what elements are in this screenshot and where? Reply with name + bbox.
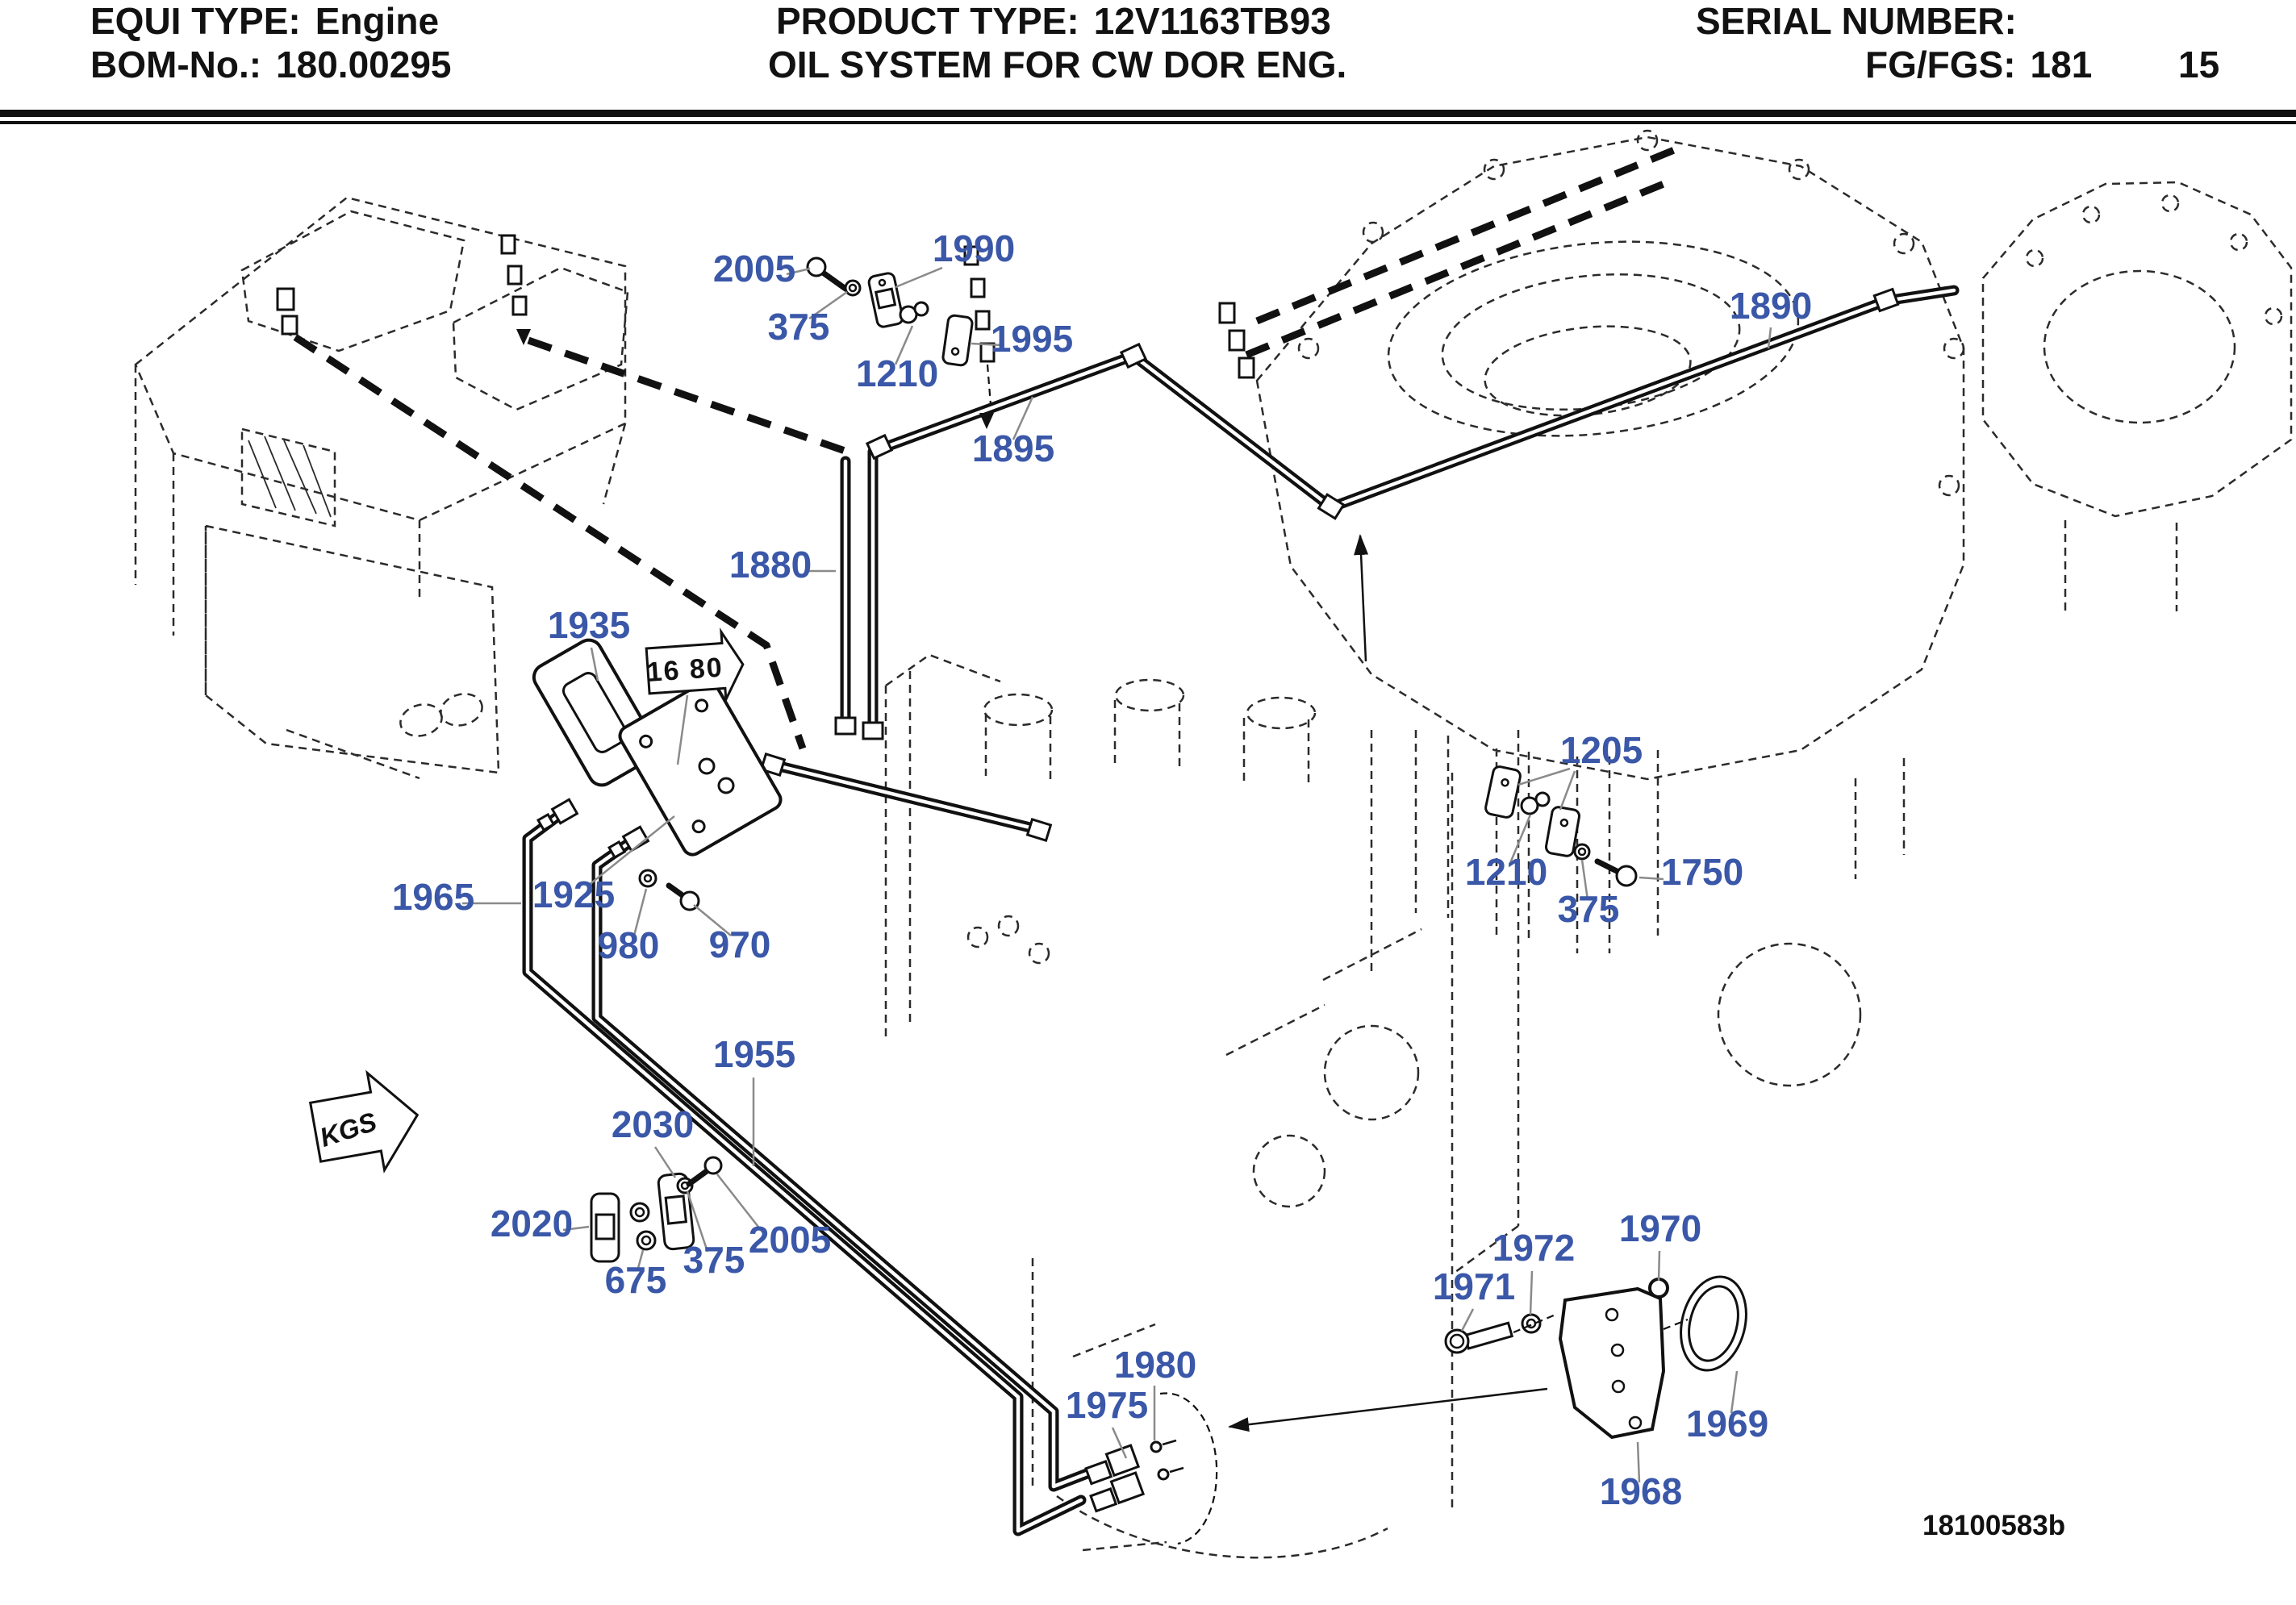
drawing-number: 18100583b: [1922, 1510, 2065, 1541]
callout-1750: 1750: [1661, 851, 1743, 893]
hidden-oil-pipes: [293, 143, 1684, 750]
o-ring-1970: [1648, 1278, 1669, 1299]
nuts-675: [629, 1202, 657, 1251]
flywheel-housing: [1255, 129, 1965, 1087]
callout-1925: 1925: [532, 873, 615, 915]
callout-1969: 1969: [1686, 1403, 1768, 1444]
callout-labels: 2005 1990 375 1210 1995 1895 1890 1880 1…: [392, 227, 1812, 1512]
union-fittings-1975: [1084, 1444, 1146, 1513]
screw-1971: [1444, 1321, 1514, 1354]
left-engine-block: [134, 196, 629, 780]
product-type: PRODUCT TYPE:12V1163TB93: [776, 0, 1331, 42]
callout-1205: 1205: [1560, 729, 1643, 771]
header: EQUI TYPE:Engine BOM-No.:180.00295 PRODU…: [0, 0, 2296, 124]
hidden-pipe-1: [527, 336, 849, 456]
callout-675: 675: [605, 1259, 667, 1301]
kgs-direction-arrow: KGS: [308, 1069, 420, 1174]
bom-number: BOM-No.:180.00295: [90, 44, 452, 85]
washer-375-right: [1573, 843, 1591, 861]
callout-1990: 1990: [933, 227, 1015, 269]
mount-boss-outline: [1159, 1392, 1218, 1545]
callout-1972: 1972: [1492, 1227, 1575, 1269]
callout-2020: 2020: [491, 1203, 573, 1244]
adapter-1925: [618, 679, 783, 857]
callout-1935: 1935: [548, 604, 630, 646]
equi-type: EQUI TYPE:Engine: [90, 0, 439, 42]
serial-number-label: SERIAL NUMBER:: [1696, 0, 2017, 42]
right-gearcase: [1981, 181, 2293, 615]
page-number: 15: [2178, 44, 2219, 85]
callout-1970: 1970: [1619, 1207, 1701, 1249]
callout-970: 970: [709, 923, 771, 965]
clamp-position-arrow: [1354, 534, 1369, 662]
center-engine-block: [884, 653, 1520, 1559]
callout-1975: 1975: [1066, 1384, 1148, 1426]
hidden-pipe-3: [1255, 143, 1684, 325]
nut-1210-top: [899, 301, 929, 324]
callout-1965: 1965: [392, 876, 474, 918]
callout-1890: 1890: [1730, 285, 1812, 327]
callout-1880: 1880: [729, 544, 812, 586]
flow-tag-text: 16 80: [645, 652, 724, 688]
fitting-stack-a: [500, 234, 531, 345]
callout-375-bottom: 375: [683, 1239, 745, 1281]
studs-1980: [1150, 1439, 1184, 1481]
screw-2005-top: [806, 256, 849, 292]
callout-1971: 1971: [1433, 1265, 1515, 1307]
screw-1750: [1594, 858, 1638, 887]
callout-375-right: 375: [1558, 888, 1620, 930]
screw-2005-bottom: [686, 1156, 723, 1187]
fg-fgs: FG/FGS:181: [1865, 44, 2092, 85]
callout-2005-top: 2005: [713, 248, 795, 290]
leader-lines: [462, 266, 1772, 1483]
callout-2030: 2030: [612, 1103, 694, 1145]
clamp-2020: [590, 1192, 620, 1263]
header-rule-thick: [0, 110, 2296, 117]
flow-tag-16-80: 16 80: [645, 627, 745, 705]
callout-1210-top: 1210: [856, 352, 938, 394]
cover-position-arrow: [1228, 1387, 1548, 1432]
callout-1210-right: 1210: [1465, 851, 1547, 893]
callout-375-top: 375: [768, 306, 830, 348]
oil-pipes: [522, 285, 1960, 1536]
washer-1972: [1521, 1313, 1542, 1334]
cover-plate-1968: [1558, 1286, 1666, 1440]
clamp-1990: [867, 272, 904, 328]
pipe-union-nuts: [536, 287, 1900, 860]
washer-375-top: [844, 279, 862, 297]
callout-1895: 1895: [972, 427, 1054, 469]
callout-2005-bottom: 2005: [749, 1219, 831, 1261]
clamp-1205a: [1484, 765, 1522, 819]
callout-1995: 1995: [991, 318, 1073, 360]
clamp-1995: [941, 314, 974, 367]
washer-980: [638, 869, 657, 888]
assembly-axis-dashes: [1513, 1313, 1689, 1334]
pipe-1965: [522, 807, 1087, 1536]
nut-1210-right: [1520, 791, 1551, 815]
callout-1980: 1980: [1114, 1344, 1196, 1386]
header-rule-thin: [0, 121, 2296, 124]
fitting-stack-d: [1218, 302, 1255, 379]
fitting-stack-b: [276, 287, 298, 336]
callout-980: 980: [598, 924, 660, 966]
callout-1968: 1968: [1600, 1470, 1682, 1512]
system-title: OIL SYSTEM FOR CW DOR ENG.: [768, 44, 1346, 85]
o-ring-1969: [1680, 1275, 1747, 1372]
clamp-1205b: [1544, 806, 1581, 857]
hidden-pipe-2: [293, 334, 807, 750]
fitting-stack-c: [963, 245, 996, 429]
hidden-pipe-4: [1245, 177, 1673, 359]
callout-1955: 1955: [713, 1033, 795, 1075]
hatch-lines: [248, 436, 332, 518]
